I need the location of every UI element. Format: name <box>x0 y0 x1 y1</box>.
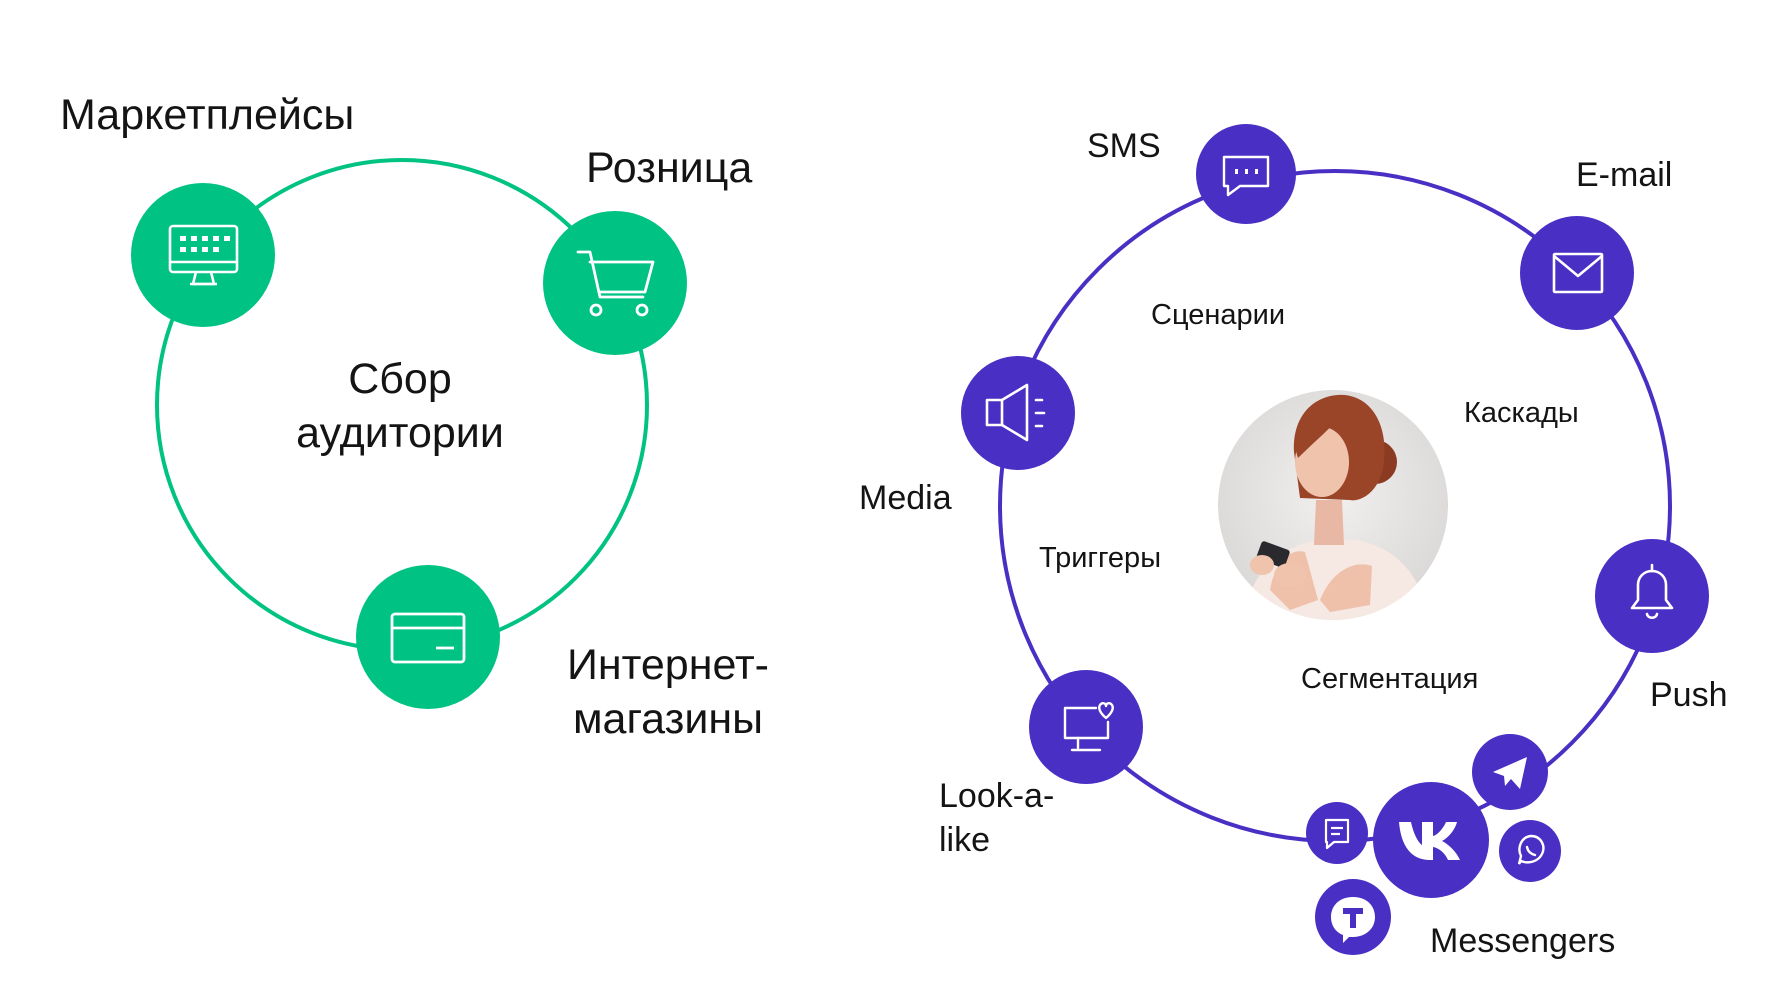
sms-node <box>1196 124 1296 224</box>
center-title: Сбор аудитории <box>250 352 550 460</box>
shopping-cart-icon <box>576 250 655 317</box>
vk-icon <box>1399 822 1460 860</box>
eshops-label-line1: Интернет- <box>567 641 769 689</box>
triggers-label: Триггеры <box>1039 542 1162 574</box>
telegram-node <box>1472 734 1548 810</box>
cascades-label: Каскады <box>1464 397 1579 429</box>
chat-bubble-icon <box>1222 155 1270 197</box>
envelope-icon <box>1552 252 1604 294</box>
eshops-label: Интернет- магазины <box>538 638 798 746</box>
eshops-label-line2: магазины <box>572 695 764 743</box>
lookalike-label: Look-a- like <box>939 774 1054 862</box>
whatsapp-icon <box>1517 834 1545 865</box>
center-title-line2: аудитории <box>296 409 504 457</box>
email-label: E-mail <box>1576 156 1673 194</box>
marketplaces-node <box>131 183 275 327</box>
bell-icon <box>1630 563 1674 620</box>
scenarios-label: Сценарии <box>1151 299 1286 331</box>
sms-label: SMS <box>1087 127 1161 165</box>
messengers-cluster <box>1306 734 1561 955</box>
push-label: Push <box>1650 676 1728 714</box>
messengers-label: Messengers <box>1430 922 1616 960</box>
retail-label: Розница <box>586 144 753 192</box>
retail-node <box>543 211 687 355</box>
chat-note-node <box>1306 802 1368 864</box>
monitor-heart-icon <box>1063 702 1114 752</box>
whatsapp-node <box>1499 820 1561 882</box>
lookalike-label-line2: like <box>939 821 991 859</box>
media-label: Media <box>859 479 952 517</box>
tamtam-node <box>1315 879 1391 955</box>
telegram-icon <box>1493 757 1527 789</box>
lookalike-label-line1: Look-a- <box>939 777 1055 815</box>
media-node <box>961 356 1075 470</box>
eshops-node <box>356 565 500 709</box>
marketplaces-label: Маркетплейсы <box>60 91 355 139</box>
credit-card-icon <box>390 612 466 664</box>
vk-node <box>1373 782 1489 898</box>
center-title-line1: Сбор <box>348 355 452 403</box>
email-node <box>1520 216 1634 330</box>
center-photo <box>1218 390 1448 620</box>
chat-note-icon <box>1324 818 1350 850</box>
lookalike-node <box>1029 670 1143 784</box>
megaphone-icon <box>985 383 1046 442</box>
segmentation-label: Сегментация <box>1301 663 1479 695</box>
monitor-grid-icon <box>168 224 239 286</box>
push-node <box>1595 539 1709 653</box>
